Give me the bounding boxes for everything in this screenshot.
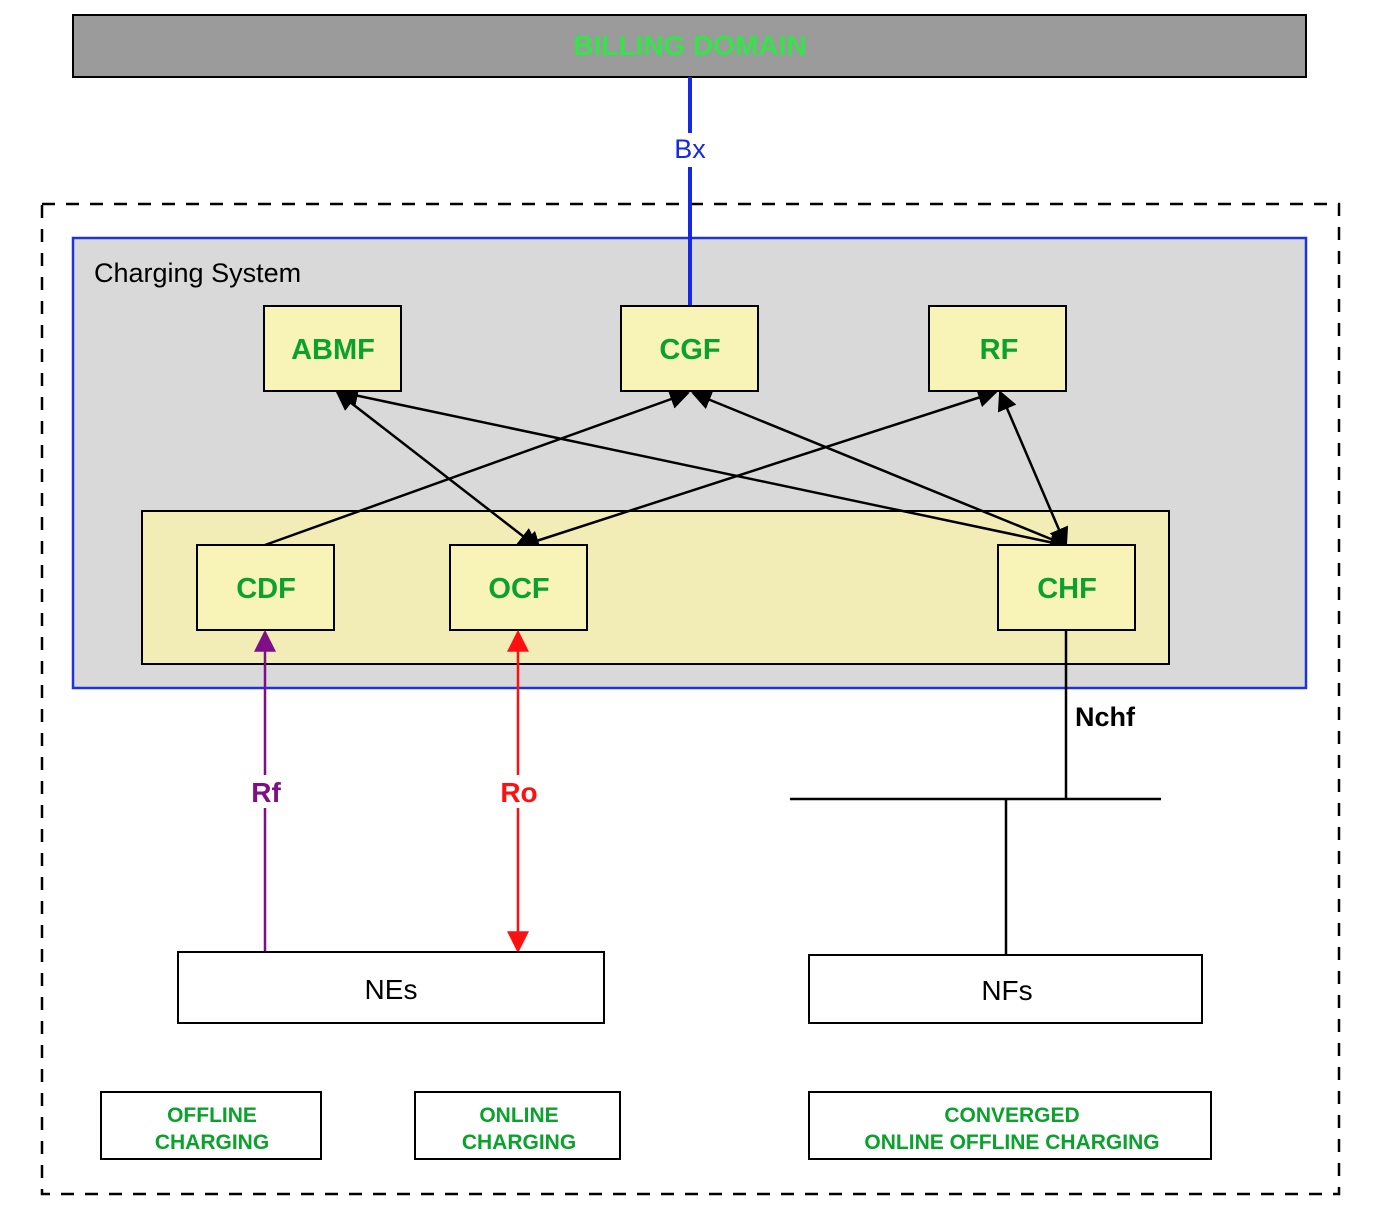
converged-charging-line2: ONLINE OFFLINE CHARGING [864,1131,1159,1154]
offline-charging-line1: OFFLINE [167,1104,257,1127]
cdf-box [196,544,335,631]
offline-charging-legend: OFFLINE CHARGING [100,1091,322,1160]
nes-label: NEs [365,974,418,1005]
billing-domain-label: BILLING DOMAIN [573,30,806,61]
rf-ocf-arrow [519,388,998,550]
billing-domain-box [72,14,1307,78]
online-charging-legend: ONLINE CHARGING [414,1091,621,1160]
cgf-label: CGF [659,334,720,366]
online-charging-line1: ONLINE [479,1104,558,1127]
rf-chf-arrow [997,390,1069,548]
offline-charging-line2: CHARGING [155,1131,269,1154]
abmf-box [263,305,402,392]
chf-node: CHF [997,544,1136,631]
cgf-box [620,305,759,392]
cdf-label: CDF [236,573,296,605]
cgf-node: CGF [620,305,759,392]
ro-interface-label: Ro [500,777,537,808]
chf-label: CHF [1037,573,1097,605]
abmf-node: ABMF [263,305,402,392]
converged-charging-line1: CONVERGED [944,1104,1079,1127]
nchf-interface-label: Nchf [1075,702,1136,732]
nfs-box [808,954,1203,1024]
converged-charging-box [808,1091,1212,1160]
cdf-node: CDF [196,544,335,631]
nes-node: NEs [177,951,605,1024]
bx-interface-label: Bx [674,134,706,164]
online-charging-box [414,1091,621,1160]
ocf-label: OCF [488,573,549,605]
abmf-label: ABMF [291,334,375,366]
rf-node: RF [928,305,1067,392]
offline-charging-box [100,1091,322,1160]
nes-box [177,951,605,1024]
nfs-node: NFs [808,954,1203,1024]
ocf-node: OCF [449,544,588,631]
online-charging-line2: CHARGING [462,1131,576,1154]
nfs-label: NFs [981,975,1032,1006]
rf-interface-label: Rf [251,777,281,808]
billing-domain: BILLING DOMAIN [72,14,1307,78]
charging-system-label: Charging System [94,258,301,288]
rf-box [928,305,1067,392]
ocf-box [449,544,588,631]
converged-charging-legend: CONVERGED ONLINE OFFLINE CHARGING [808,1091,1212,1160]
rf-label: RF [980,334,1019,366]
